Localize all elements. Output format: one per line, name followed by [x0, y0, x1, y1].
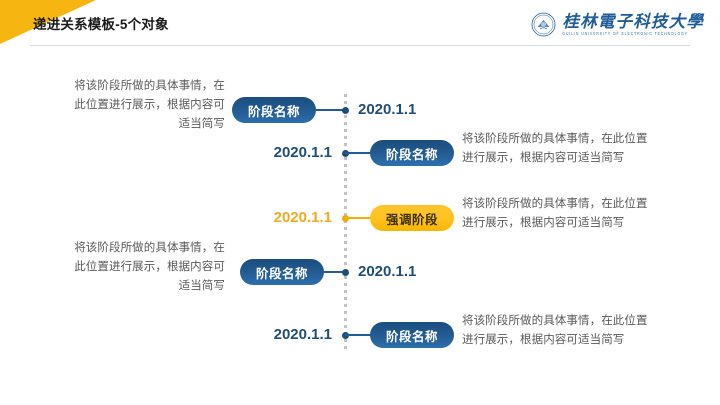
university-seal-icon [531, 12, 556, 36]
desc-line: 将该阶段所做的具体事情，在此位置 [462, 133, 648, 145]
row-connector [345, 334, 374, 336]
row-connector [324, 271, 345, 273]
row-connector [316, 109, 345, 111]
row-connector [345, 217, 374, 219]
row-description: 将该阶段所做的具体事情，在此位置 进行展示，根据内容可适当简写 [462, 312, 687, 350]
desc-line: 将该阶段所做的具体事情，在 [74, 242, 225, 254]
logo-name-en: GUILIN UNIVERSITY OF ELECTRONIC TECHNOLO… [562, 31, 688, 37]
stage-pill[interactable]: 阶段名称 [370, 140, 454, 166]
desc-line: 此位置进行展示，根据内容可 [74, 99, 225, 111]
row-connector [345, 152, 374, 154]
row-date: 2020.1.1 [273, 326, 332, 343]
stage-pill[interactable]: 阶段名称 [240, 259, 324, 285]
desc-line: 将该阶段所做的具体事情，在此位置 [462, 315, 648, 327]
header-divider [30, 45, 690, 46]
desc-line: 适当简写 [178, 280, 225, 292]
desc-line: 进行展示，根据内容可适当简写 [462, 334, 625, 346]
row-date: 2020.1.1 [273, 209, 332, 226]
row-description: 将该阶段所做的具体事情，在此位置 进行展示，根据内容可适当简写 [462, 195, 687, 233]
row-date: 2020.1.1 [273, 144, 332, 161]
row-description: 将该阶段所做的具体事情，在 此位置进行展示，根据内容可 适当简写 [45, 77, 225, 134]
desc-line: 将该阶段所做的具体事情，在 [74, 80, 225, 92]
university-logo: 桂林電子科技大學 GUILIN UNIVERSITY OF ELECTRONIC… [531, 9, 704, 39]
desc-line: 此位置进行展示，根据内容可 [74, 261, 225, 273]
desc-line: 进行展示，根据内容可适当简写 [462, 217, 625, 229]
stage-pill[interactable]: 阶段名称 [232, 97, 316, 123]
stage-pill-highlight[interactable]: 强调阶段 [370, 205, 454, 231]
axis-node [342, 268, 349, 276]
timeline-axis [344, 94, 347, 352]
row-description: 将该阶段所做的具体事情，在此位置 进行展示，根据内容可适当简写 [462, 130, 687, 168]
logo-name-cn: 桂林電子科技大學 [562, 11, 704, 31]
row-date: 2020.1.1 [358, 101, 417, 118]
stage-pill[interactable]: 阶段名称 [370, 322, 454, 348]
desc-line: 进行展示，根据内容可适当简写 [462, 152, 625, 164]
axis-node [342, 106, 349, 114]
desc-line: 将该阶段所做的具体事情，在此位置 [462, 198, 648, 210]
page-title: 递进关系模板-5个对象 [33, 17, 169, 32]
desc-line: 适当简写 [178, 118, 225, 130]
row-description: 将该阶段所做的具体事情，在 此位置进行展示，根据内容可 适当简写 [45, 239, 225, 296]
logo-wordmark: 桂林電子科技大學 GUILIN UNIVERSITY OF ELECTRONIC… [562, 11, 704, 37]
row-date: 2020.1.1 [358, 263, 417, 280]
